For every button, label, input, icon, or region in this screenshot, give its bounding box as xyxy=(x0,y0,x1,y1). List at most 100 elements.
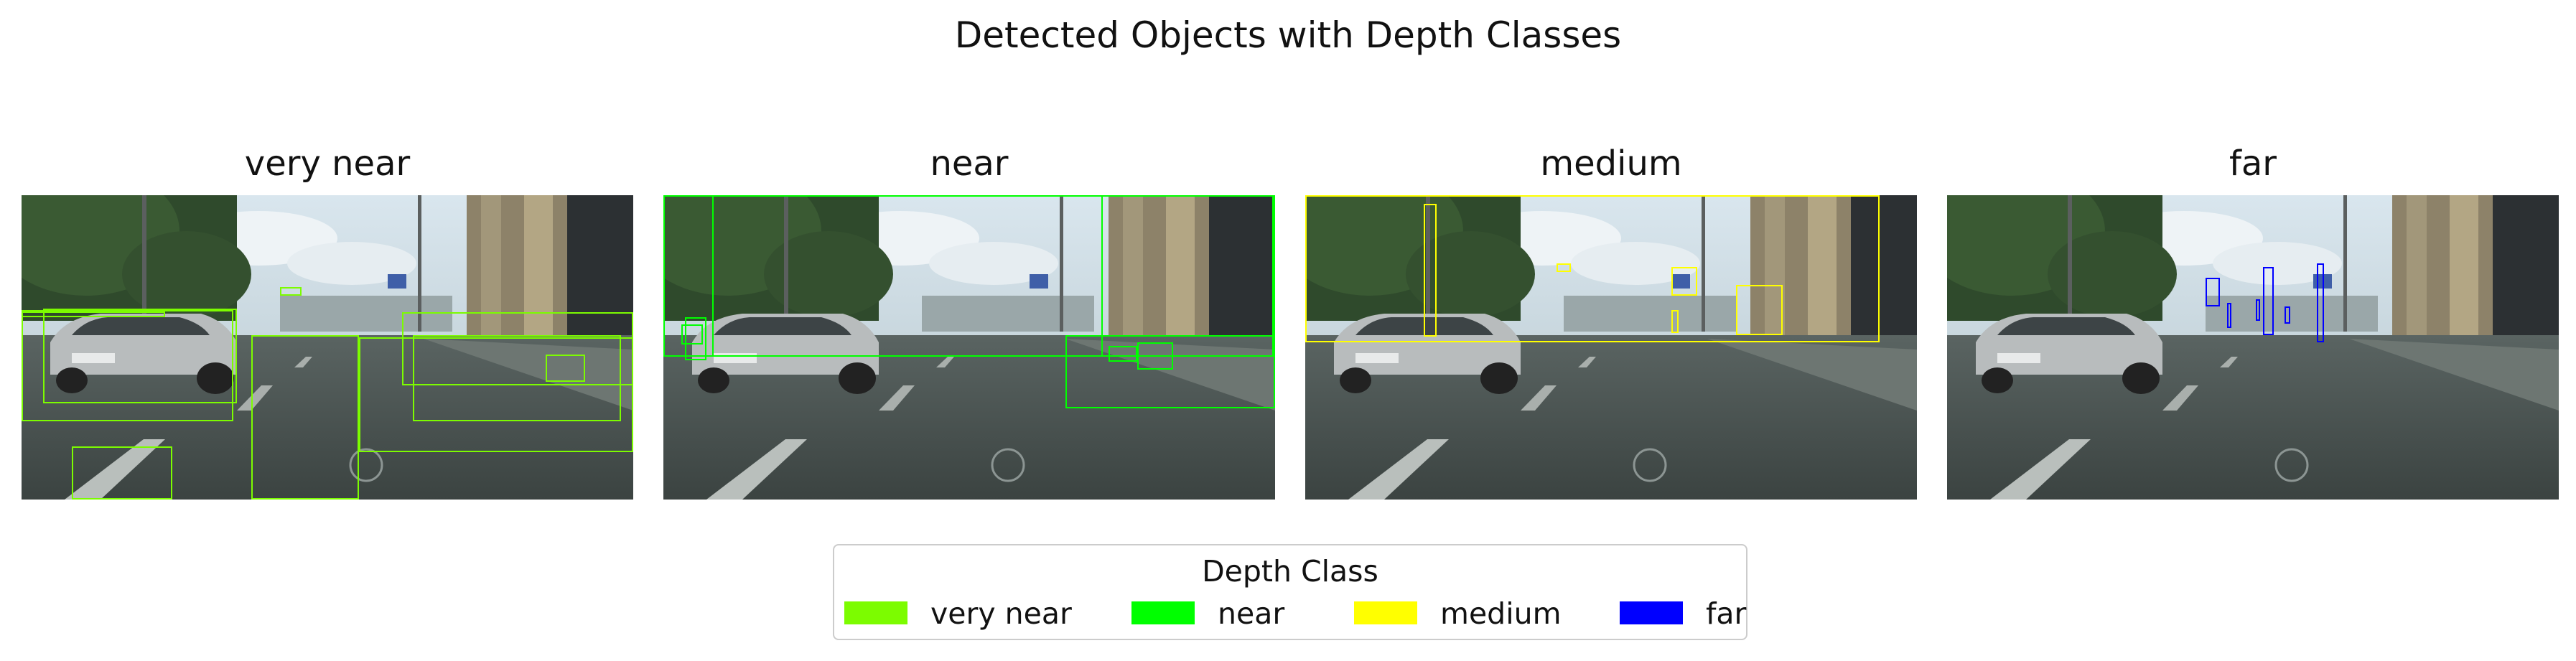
legend: Depth Class very near near medium far xyxy=(833,544,1747,640)
car-wheel xyxy=(1340,367,1371,393)
hood-emblem xyxy=(349,448,383,482)
license-plate xyxy=(714,353,757,363)
detection-box xyxy=(43,309,237,403)
lane-marking xyxy=(706,439,807,500)
pillar xyxy=(1166,195,1195,360)
panel-far: far xyxy=(1947,144,2559,502)
detection-box xyxy=(413,335,621,421)
street-scene-image xyxy=(663,195,1275,500)
license-plate xyxy=(1355,353,1399,363)
pillar xyxy=(2407,195,2427,360)
lane-marking xyxy=(2162,385,2198,411)
building-dark xyxy=(1209,195,1275,339)
detection-box xyxy=(1137,342,1173,370)
car-window xyxy=(714,317,851,335)
detection-box xyxy=(1424,204,1437,337)
street-scene-image xyxy=(1947,195,2559,500)
pillar xyxy=(1808,195,1837,360)
panel-title: far xyxy=(2229,144,2277,184)
pole xyxy=(2343,195,2347,332)
detection-box xyxy=(1101,195,1274,357)
legend-label: very near xyxy=(930,596,1072,631)
sidewalk xyxy=(1707,339,1917,411)
car-wheel xyxy=(56,367,88,393)
road xyxy=(1947,335,2559,500)
detection-box xyxy=(681,324,703,344)
pillar xyxy=(2450,195,2478,360)
pillar xyxy=(524,195,553,360)
detection-box xyxy=(1065,335,1275,408)
detection-box xyxy=(685,317,706,360)
road xyxy=(1305,335,1917,500)
lane-marking xyxy=(1578,357,1596,367)
pole xyxy=(1426,195,1430,332)
hood-emblem xyxy=(1633,448,1667,482)
scene-canvas xyxy=(1305,195,1917,500)
panel-near: near xyxy=(663,144,1275,502)
license-plate xyxy=(72,353,115,363)
scene-canvas xyxy=(663,195,1275,500)
detection-box xyxy=(1305,195,1880,342)
legend-label: near xyxy=(1218,596,1285,631)
detection-box xyxy=(1557,263,1571,272)
car-wheel xyxy=(839,362,876,394)
road xyxy=(22,335,633,500)
sidewalk xyxy=(2349,339,2559,411)
street-scene-image xyxy=(22,195,633,500)
figure-title: Detected Objects with Depth Classes xyxy=(954,14,1622,56)
tree-canopy xyxy=(1406,231,1535,317)
cloud xyxy=(1571,242,1700,285)
legend-label: far xyxy=(1706,596,1747,631)
distant-buildings xyxy=(2206,296,2378,332)
detection-box xyxy=(2227,303,2231,328)
legend-swatch xyxy=(1131,601,1195,624)
scene-canvas xyxy=(22,195,633,500)
detection-box xyxy=(22,311,165,317)
pole xyxy=(418,195,421,332)
cloud xyxy=(929,242,1058,285)
lane-marking xyxy=(1521,385,1557,411)
lane-marking xyxy=(879,385,915,411)
distant-buildings xyxy=(1564,296,1736,332)
license-plate xyxy=(1997,353,2040,363)
car-wheel xyxy=(1480,362,1518,394)
pole xyxy=(2068,195,2072,332)
detection-box xyxy=(2317,263,2324,342)
cloud xyxy=(2213,242,2342,285)
car-window xyxy=(1997,317,2135,335)
detection-box xyxy=(2256,299,2260,321)
legend-swatch xyxy=(1620,601,1683,624)
legend-swatch xyxy=(844,601,907,624)
hood-emblem xyxy=(991,448,1025,482)
scene-canvas xyxy=(1947,195,2559,500)
lane-marking xyxy=(237,385,273,411)
detection-box xyxy=(1671,310,1679,333)
car-wheel xyxy=(1982,367,2013,393)
detection-box xyxy=(1736,285,1783,335)
lane-marking xyxy=(294,357,312,367)
legend-label: medium xyxy=(1440,596,1562,631)
detection-box xyxy=(72,446,172,500)
cloud xyxy=(287,242,416,285)
sidewalk xyxy=(424,339,633,411)
detection-box xyxy=(359,337,633,452)
detection-box xyxy=(22,310,233,421)
detection-box xyxy=(1109,346,1137,362)
detection-box xyxy=(546,355,585,382)
pole xyxy=(1060,195,1063,332)
detection-box xyxy=(251,335,359,500)
hood-emblem xyxy=(2274,448,2309,482)
tree-canopy xyxy=(764,231,893,317)
car-window xyxy=(72,317,210,335)
detection-box xyxy=(2285,306,2290,324)
detection-box xyxy=(1671,267,1697,296)
car-wheel xyxy=(698,367,729,393)
building-dark xyxy=(2493,195,2559,339)
panel-title: near xyxy=(930,144,1009,184)
pole xyxy=(784,195,788,332)
pole xyxy=(142,195,146,332)
street-scene-image xyxy=(1305,195,1917,500)
road-sign xyxy=(1671,274,1690,289)
pole xyxy=(1702,195,1705,332)
building-dark xyxy=(1851,195,1917,339)
